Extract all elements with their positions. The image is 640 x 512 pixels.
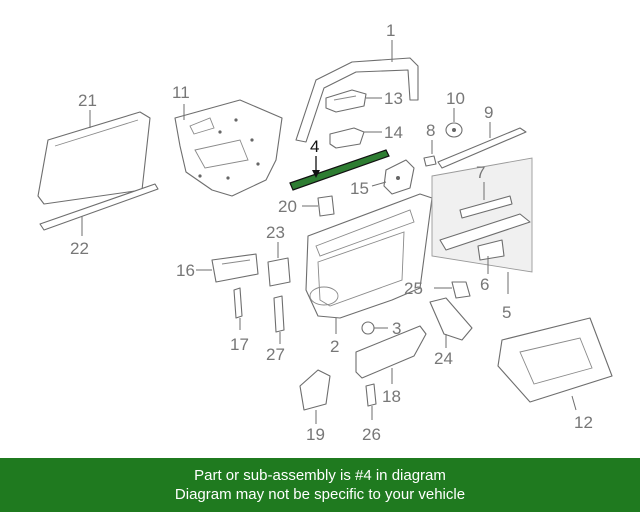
parts-diagram: 21 22 11 1 13 14 4 (37, 21, 613, 444)
callout-12: 12 (574, 413, 593, 432)
part-14-handle-insert (329, 127, 382, 149)
callout-14: 14 (384, 123, 403, 142)
part-8-clip (423, 140, 437, 167)
callout-20: 20 (278, 197, 297, 216)
part-5-group (431, 157, 533, 294)
callout-6: 6 (480, 275, 489, 294)
callout-11: 11 (172, 83, 190, 102)
part-4-weatherstrip (289, 149, 390, 191)
callout-1: 1 (386, 21, 395, 40)
part-26-clip (365, 383, 377, 420)
callout-21: 21 (78, 91, 97, 110)
banner-line-part: Part or sub-assembly is #4 in diagram (194, 467, 446, 484)
part-19-reflector (299, 369, 331, 424)
info-banner: Part or sub-assembly is #4 in diagram Di… (0, 458, 640, 512)
callout-24: 24 (434, 349, 453, 368)
part-2-trim-panel (305, 193, 433, 334)
callout-8: 8 (426, 121, 435, 140)
part-24-lamp-housing (429, 297, 473, 348)
part-10-grommet (445, 108, 463, 138)
part-22-belt-molding (39, 183, 159, 236)
part-17-bracket (233, 287, 243, 330)
banner-line-disclaimer: Diagram may not be specific to your vehi… (174, 486, 466, 503)
callout-16: 16 (176, 261, 195, 280)
callout-27: 27 (266, 345, 285, 364)
part-1-frame-trim (295, 40, 419, 143)
callout-10: 10 (446, 89, 465, 108)
part-23-switch (267, 242, 291, 287)
callout-3: 3 (392, 319, 401, 338)
part-20-clip (302, 195, 335, 217)
callout-18: 18 (382, 387, 401, 406)
callout-15: 15 (350, 179, 369, 198)
callout-9: 9 (484, 103, 493, 122)
part-21-glass (37, 110, 151, 205)
part-25-bulb (434, 281, 471, 299)
part-9-molding (437, 122, 527, 169)
callout-13: 13 (384, 89, 403, 108)
part-13-handle-bezel (325, 89, 382, 113)
callout-7: 7 (476, 163, 485, 182)
part-15-switch-bracket (371, 159, 415, 195)
part-27-cover (273, 295, 285, 344)
part-16-switch-assembly (196, 253, 259, 283)
callout-25: 25 (404, 279, 423, 298)
callout-17: 17 (230, 335, 249, 354)
callout-5: 5 (502, 303, 511, 322)
part-18-lower-strip (355, 325, 427, 384)
part-11-inner-panel (174, 99, 283, 197)
callout-19: 19 (306, 425, 325, 444)
callout-22: 22 (70, 239, 89, 258)
callout-26: 26 (362, 425, 381, 444)
callout-4: 4 (310, 137, 319, 156)
part-3-screw (361, 321, 388, 335)
part-12-pad (497, 317, 613, 411)
callout-2: 2 (330, 337, 339, 356)
callout-23: 23 (266, 223, 285, 242)
